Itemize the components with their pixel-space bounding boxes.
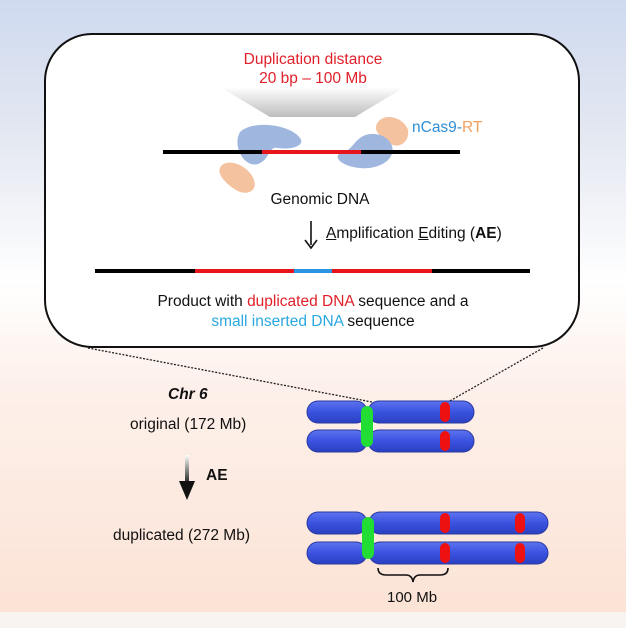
centromere-original [361,406,373,447]
ae-mplification: mplification [336,225,419,242]
product-line-1: Product with duplicated DNA sequence and… [0,292,626,312]
chromatid-dup-bottom-parr [306,541,368,565]
zoom-panel [44,33,580,348]
chromosome-original [306,400,475,453]
chromatid-original-bottom-parr [306,429,368,453]
distance-funnel [220,87,405,117]
chr-arrow-head [179,481,195,500]
zoom-line-right [447,347,544,403]
duplication-range: 20 bp – 100 Mb [259,70,367,87]
inserted-dna-text: small inserted DNA [211,313,344,330]
span-label: 100 Mb [387,589,438,606]
ae-a-letter: A [326,225,337,242]
ae-close: ) [496,225,502,242]
band-dup-top-1 [440,513,450,533]
cas9-left-shape [237,124,302,165]
chromosome-duplicated [306,511,549,565]
original-label: original (172 Mb) [130,416,247,433]
product-text-part1: Product with [157,293,248,310]
chromatid-dup-top-parr [306,511,368,535]
ncas9-rt-right [337,116,409,169]
rt-left-shape [219,162,255,193]
chromatid-original-top-parr [306,400,368,424]
product-text-part2: sequence and a [353,293,469,310]
genomic-dna-label: Genomic DNA [270,191,370,208]
duplication-title: Duplication distance [243,51,383,68]
ncas9-rt-left [219,124,302,193]
ncas9-rt-label: nCas9-RT [412,119,482,137]
span-brace [377,567,449,583]
ncas9-rt-separator: - [456,119,462,136]
chromatid-original-bottom-qarm [367,429,475,453]
ae-abbr: AE [475,225,497,242]
product-line-2: small inserted DNA sequence [0,312,626,332]
zoom-line-left [87,347,373,403]
chromatid-original-top-qarm [367,400,475,424]
product-description: Product with duplicated DNA sequence and… [0,292,626,332]
ae-arrow-head [304,239,318,250]
centromere-duplicated [362,517,374,559]
band-dup-bottom-1 [440,543,450,563]
duplicated-dna-text: duplicated DNA [247,293,354,310]
duplicated-label: duplicated (272 Mb) [113,527,250,544]
ncas9-text: nCas9 [412,119,457,136]
bottom-strip [0,612,626,628]
ae-arrow-label: AE [206,467,228,484]
rt-text: RT [461,119,483,136]
ae-e-letter: E [418,225,429,242]
band-original-bottom [440,431,450,451]
duplication-distance-label: Duplication distance 20 bp – 100 Mb [0,50,626,88]
amplification-editing-label: Amplification Editing (AE) [326,225,502,243]
chr-arrow-shaft [185,455,189,485]
band-dup-bottom-2 [515,543,525,563]
chromosome-title: Chr 6 [168,386,208,403]
ae-diting: diting ( [428,225,476,242]
band-dup-top-2 [515,513,525,533]
band-original-top [440,402,450,422]
product-text-part3: sequence [343,313,415,330]
